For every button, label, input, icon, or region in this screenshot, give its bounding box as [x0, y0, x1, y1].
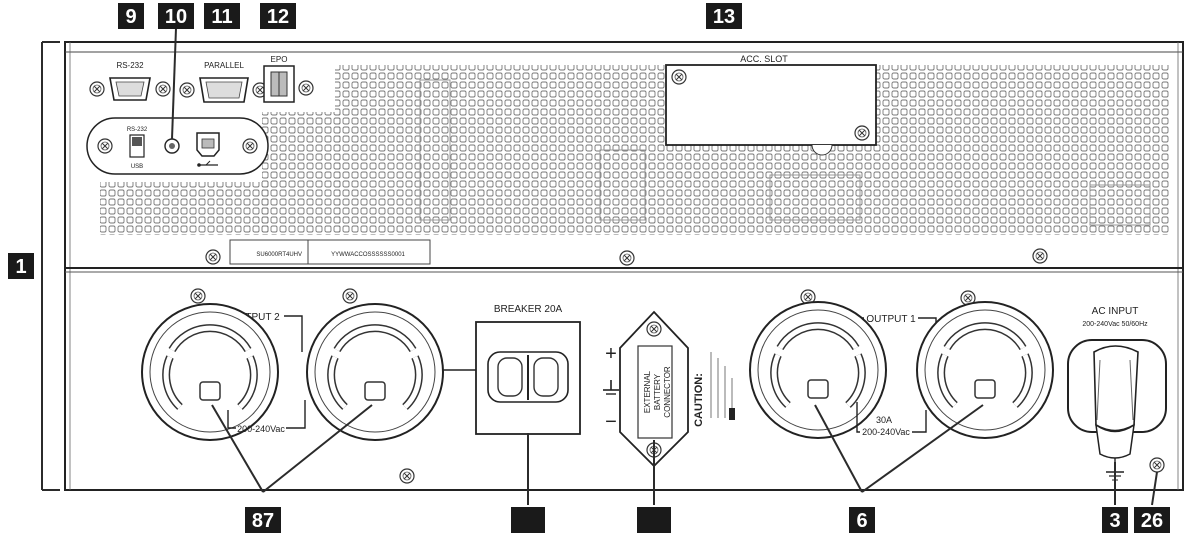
callout-9: 9 [118, 3, 144, 29]
svg-text:13: 13 [713, 6, 735, 28]
epo-connector[interactable]: EPO [263, 55, 314, 103]
external-battery-connector[interactable]: + − EXTERNAL BATTERY CONNECTOR CAUTION: [603, 310, 735, 468]
callout-87: 87 [245, 507, 281, 533]
rs232-port-label: RS-232 [116, 61, 144, 70]
circuit-breaker[interactable]: BREAKER 20A [475, 304, 581, 435]
output-2-voltage: 200-240Vac [237, 424, 285, 434]
callout-1: 1 [8, 253, 34, 279]
output-1-outlet-b[interactable] [917, 302, 1053, 438]
output-1-outlet-a[interactable] [750, 302, 886, 438]
switch-rs232-label: RS-232 [127, 127, 148, 133]
barcode-text: YYWWACCOSSSSSS0001 [331, 252, 405, 258]
output-2-label: OUTPUT 2 [230, 312, 280, 323]
communication-module: RS-232 USB [86, 117, 269, 175]
dip-switch-port[interactable] [164, 138, 180, 154]
ac-input[interactable]: AC INPUT 200-240Vac 50/60Hz [1067, 306, 1167, 459]
switch-usb-label: USB [131, 164, 143, 170]
svg-text:6: 6 [856, 510, 867, 532]
minus-sign: − [605, 411, 617, 433]
callout-11: 11 [204, 3, 240, 29]
callout-6: 6 [849, 507, 875, 533]
output-2-outlets: OUTPUT 2 200-240Vac [142, 304, 477, 440]
acc-slot-label: ACC. SLOT [740, 54, 788, 64]
caution-label: CAUTION: [693, 373, 705, 427]
usb-port[interactable] [196, 132, 220, 157]
plus-sign: + [605, 343, 617, 365]
ac-input-spec: 200-240Vac 50/60Hz [1082, 321, 1148, 328]
rs232-port[interactable]: RS-232 [89, 61, 171, 101]
output-1-outlets: OUTPUT 1 30A 200-240Vac [750, 302, 1053, 438]
ext-battery-text-2: BATTERY [653, 373, 662, 410]
output-1-label: OUTPUT 1 [866, 314, 916, 325]
leader-lines [171, 27, 1158, 506]
ground-symbol [603, 380, 619, 395]
parallel-port[interactable]: PARALLEL [179, 61, 268, 103]
callout-battery-blank [637, 507, 671, 533]
parallel-port-label: PARALLEL [204, 61, 244, 70]
output-2-outlet-a[interactable] [142, 304, 278, 440]
ext-battery-text-3: CONNECTOR [663, 366, 672, 418]
ext-battery-text-1: EXTERNAL [643, 370, 652, 413]
svg-text:9: 9 [125, 6, 136, 28]
ac-input-label: AC INPUT [1092, 306, 1139, 317]
breaker-label: BREAKER 20A [494, 304, 563, 315]
svg-text:10: 10 [165, 6, 187, 28]
callout-3: 3 [1102, 507, 1128, 533]
usb-icon [197, 160, 218, 167]
svg-text:3: 3 [1109, 510, 1120, 532]
serial-number-text: SU6000RT4UHV [256, 252, 302, 258]
svg-text:87: 87 [252, 510, 274, 532]
caution-fine-print [710, 352, 735, 420]
svg-text:12: 12 [267, 6, 289, 28]
serial-number-label: SU6000RT4UHV YYWWACCOSSSSSS0001 [229, 239, 431, 265]
epo-label: EPO [271, 55, 288, 64]
callout-26: 26 [1134, 507, 1170, 533]
svg-text:26: 26 [1141, 510, 1163, 532]
output-1-voltage: 200-240Vac [862, 427, 910, 437]
callout-10: 10 [158, 3, 194, 29]
ground-screw[interactable] [1149, 457, 1165, 473]
svg-text:11: 11 [211, 6, 232, 28]
panel-bracket [41, 41, 60, 491]
output-2-outlet-b[interactable] [307, 304, 443, 440]
callout-12: 12 [260, 3, 296, 29]
callout-breaker-blank [511, 507, 545, 533]
callout-13: 13 [706, 3, 742, 29]
accessory-slot[interactable]: ACC. SLOT [665, 54, 877, 156]
output-1-amps: 30A [876, 415, 892, 425]
svg-text:1: 1 [15, 256, 26, 278]
rs232-usb-selector-switch[interactable] [129, 134, 145, 158]
